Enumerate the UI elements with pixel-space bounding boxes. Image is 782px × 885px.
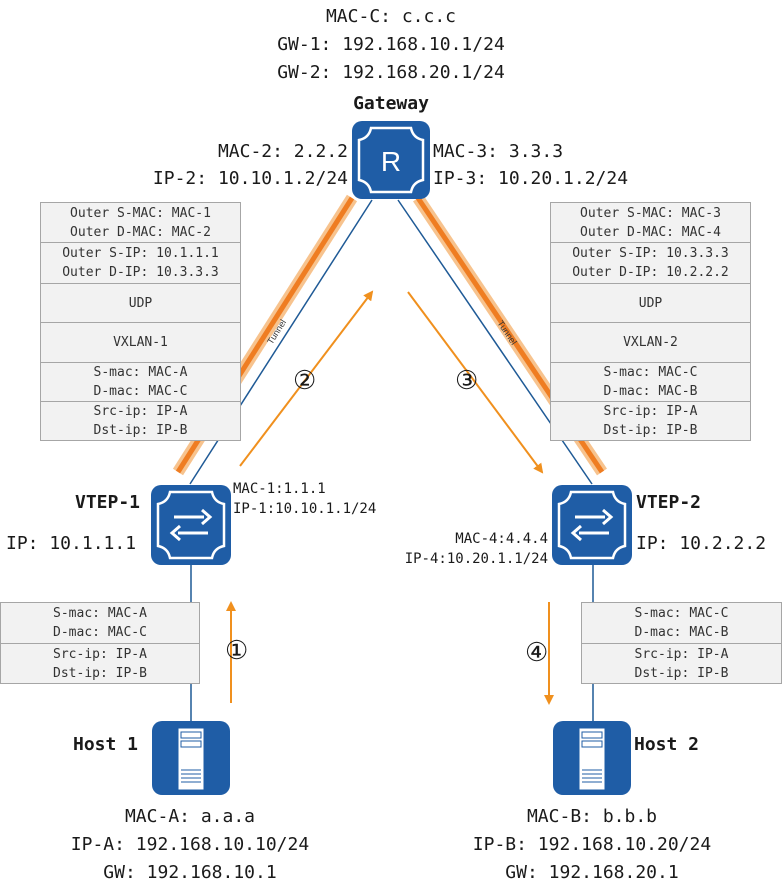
left-vxlan-packet: Outer S-MAC: MAC-1 Outer D-MAC: MAC-2 Ou… <box>40 202 241 441</box>
router-letter: R <box>381 146 401 177</box>
gateway-left-mac: MAC-2: 2.2.2 <box>217 141 348 162</box>
step-4: ④ <box>525 638 549 668</box>
outer-sip: Outer S-IP: 10.1.1.1 <box>62 246 219 261</box>
outer-dip: Outer D-IP: 10.3.3.3 <box>62 265 219 280</box>
gateway-title: Gateway <box>353 93 429 114</box>
inner-ip-section: Src-ip: IP-A Dst-ip: IP-B <box>551 402 750 440</box>
flow-arrow-3 <box>407 291 544 474</box>
vxlan-label: VXLAN-1 <box>113 335 168 350</box>
host1-mac: MAC-A: a.a.a <box>124 806 256 827</box>
host1-title: Host 1 <box>73 734 139 755</box>
udp-section: UDP <box>41 284 240 323</box>
inner-smac: S-mac: MAC-A <box>93 365 188 380</box>
outer-smac: Outer S-MAC: MAC-3 <box>580 205 721 221</box>
mac-section: S-mac: MAC-C D-mac: MAC-B <box>582 603 781 644</box>
src-ip: Src-ip: IP-A <box>53 646 147 662</box>
outer-mac-section: Outer S-MAC: MAC-1 Outer D-MAC: MAC-2 <box>41 203 240 243</box>
host2-title: Host 2 <box>634 734 700 755</box>
inner-mac-section: S-mac: MAC-C D-mac: MAC-B <box>551 363 750 402</box>
outer-ip-section: Outer S-IP: 10.3.3.3 Outer D-IP: 10.2.2.… <box>551 243 750 284</box>
inner-dmac: D-mac: MAC-C <box>93 384 188 399</box>
host1-packet: S-mac: MAC-A D-mac: MAC-C Src-ip: IP-A D… <box>0 602 200 684</box>
vtep1-switch <box>150 484 232 566</box>
step-2: ② <box>293 366 317 396</box>
smac: S-mac: MAC-A <box>53 606 147 621</box>
outer-dmac: Outer D-MAC: MAC-4 <box>580 224 721 240</box>
vtep1-mac: MAC-1:1.1.1 <box>233 481 326 497</box>
inner-dip: Dst-ip: IP-B <box>603 423 698 438</box>
dmac: D-mac: MAC-C <box>53 625 147 640</box>
vtep1-iface-ip: IP-1:10.10.1.1/24 <box>233 501 377 517</box>
gateway-right-ip: IP-3: 10.20.1.2/24 <box>433 168 629 189</box>
dst-ip: Dst-ip: IP-B <box>634 665 729 681</box>
router-icon: R <box>352 121 430 199</box>
server-icon <box>152 721 230 795</box>
vtep2-switch <box>551 484 633 566</box>
outer-mac-section: Outer S-MAC: MAC-3 Outer D-MAC: MAC-4 <box>551 203 750 243</box>
udp-label: UDP <box>128 295 153 311</box>
outer-dip: Outer D-IP: 10.2.2.2 <box>572 265 729 280</box>
vtep2-title: VTEP-2 <box>636 492 702 513</box>
inner-mac-section: S-mac: MAC-A D-mac: MAC-C <box>41 363 240 402</box>
server-icon <box>553 721 631 795</box>
vtep1-title: VTEP-1 <box>75 492 141 513</box>
src-ip: Src-ip: IP-A <box>634 646 729 662</box>
inner-sip: Src-ip: IP-A <box>603 404 698 419</box>
host1-server <box>151 720 231 796</box>
vxlan-section: VXLAN-2 <box>551 323 750 363</box>
ip-section: Src-ip: IP-A Dst-ip: IP-B <box>1 644 199 683</box>
step-1: ① <box>225 636 249 666</box>
vxlan-label: VXLAN-2 <box>623 335 678 350</box>
vtep1-ip: IP: 10.1.1.1 <box>6 533 137 554</box>
smac: S-mac: MAC-C <box>634 606 729 621</box>
host1-ip: IP-A: 192.168.10.10/24 <box>70 834 310 855</box>
gateway-gw2-label: GW-2: 192.168.20.1/24 <box>277 62 505 83</box>
gateway-gw1-label: GW-1: 192.168.10.1/24 <box>277 34 505 55</box>
flow-arrow-2 <box>239 290 374 467</box>
host1-gw: GW: 192.168.10.1 <box>103 862 277 883</box>
inner-dmac: D-mac: MAC-B <box>603 384 698 399</box>
switch-icon <box>552 485 632 565</box>
right-vxlan-packet: Outer S-MAC: MAC-3 Outer D-MAC: MAC-4 Ou… <box>550 202 751 441</box>
ip-section: Src-ip: IP-A Dst-ip: IP-B <box>582 644 781 683</box>
switch-icon <box>151 485 231 565</box>
outer-dmac: Outer D-MAC: MAC-2 <box>70 224 211 240</box>
gateway-router: R <box>351 120 431 200</box>
gateway-right-mac: MAC-3: 3.3.3 <box>433 141 564 162</box>
host2-ip: IP-B: 192.168.10.20/24 <box>472 834 712 855</box>
host2-packet: S-mac: MAC-C D-mac: MAC-B Src-ip: IP-A D… <box>581 602 782 684</box>
dmac: D-mac: MAC-B <box>634 625 729 640</box>
host2-server <box>552 720 632 796</box>
inner-smac: S-mac: MAC-C <box>603 365 698 380</box>
inner-dip: Dst-ip: IP-B <box>93 423 188 438</box>
inner-ip-section: Src-ip: IP-A Dst-ip: IP-B <box>41 402 240 440</box>
vtep2-iface-ip: IP-4:10.20.1.1/24 <box>404 551 548 567</box>
mac-section: S-mac: MAC-A D-mac: MAC-C <box>1 603 199 644</box>
outer-smac: Outer S-MAC: MAC-1 <box>70 205 211 221</box>
dst-ip: Dst-ip: IP-B <box>53 665 147 681</box>
vtep2-mac: MAC-4:4.4.4 <box>455 531 548 547</box>
outer-sip: Outer S-IP: 10.3.3.3 <box>572 246 729 261</box>
udp-label: UDP <box>638 295 663 311</box>
gateway-mac-label: MAC-C: c.c.c <box>325 6 457 27</box>
udp-section: UDP <box>551 284 750 323</box>
outer-ip-section: Outer S-IP: 10.1.1.1 Outer D-IP: 10.3.3.… <box>41 243 240 284</box>
host2-gw: GW: 192.168.20.1 <box>505 862 679 883</box>
step-3: ③ <box>455 366 479 396</box>
vtep2-ip: IP: 10.2.2.2 <box>636 533 767 554</box>
vxlan-section: VXLAN-1 <box>41 323 240 363</box>
host2-mac: MAC-B: b.b.b <box>526 806 658 827</box>
inner-sip: Src-ip: IP-A <box>93 404 188 419</box>
gateway-left-ip: IP-2: 10.10.1.2/24 <box>152 168 348 189</box>
